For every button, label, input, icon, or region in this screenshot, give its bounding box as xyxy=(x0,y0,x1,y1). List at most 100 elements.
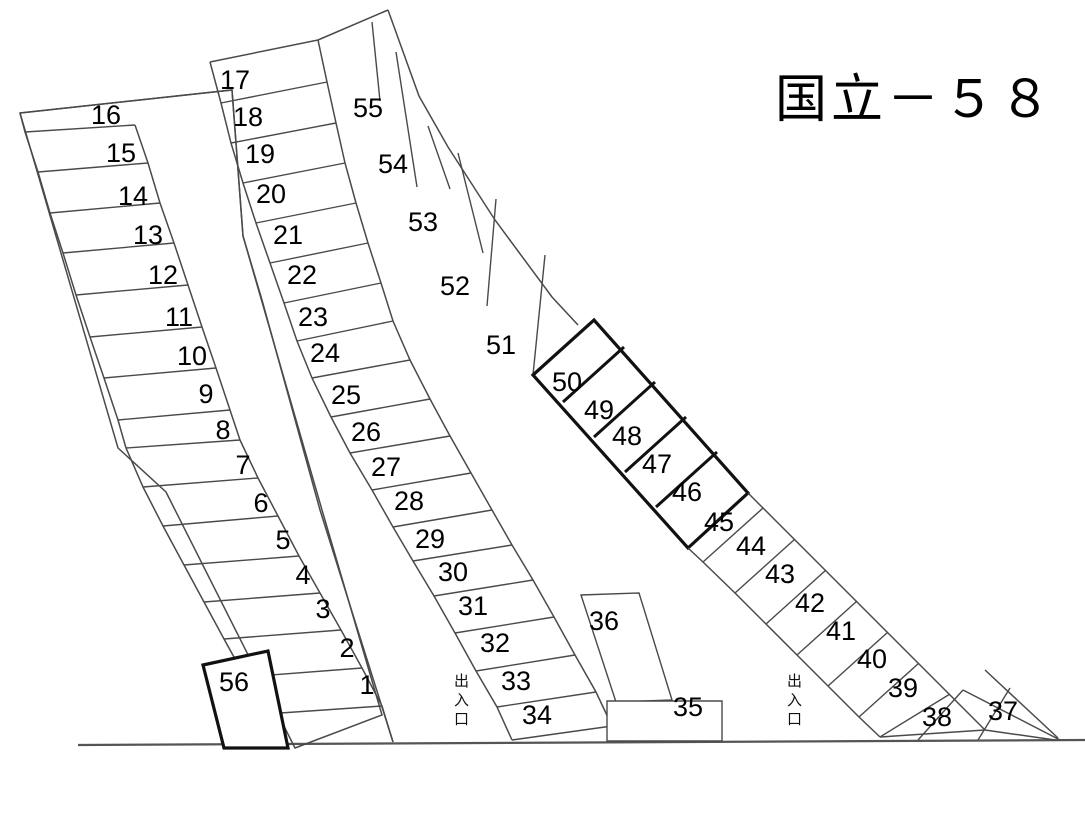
gate-left-char-1: 出入口 xyxy=(454,672,470,728)
left-band-left-edge xyxy=(19,112,127,449)
stall-label-53: 53 xyxy=(408,207,438,237)
left-band-dividers-upper xyxy=(24,124,231,421)
stall-label-7: 7 xyxy=(235,450,250,480)
stall-label-20: 20 xyxy=(256,179,286,209)
diagonal-divider-52 xyxy=(486,198,497,307)
diagonal-top-link xyxy=(317,9,389,41)
right-band-lower-edge xyxy=(687,547,881,738)
left-band-outer-right xyxy=(261,299,394,743)
stall-label-44: 44 xyxy=(736,531,766,561)
stall-label-9: 9 xyxy=(198,379,213,409)
stall-label-15: 15 xyxy=(106,138,136,168)
left-band-top-cap xyxy=(19,89,233,114)
stall-label-1: 1 xyxy=(359,670,374,700)
stall-label-35: 35 xyxy=(673,692,703,722)
stall-block-right: 45 44 43 42 41 40 39 38 37 xyxy=(687,492,1061,741)
stall-label-33: 33 xyxy=(501,666,531,696)
gate-right: 出入口 xyxy=(787,672,803,728)
stall-56[interactable]: 56 xyxy=(201,649,290,750)
stall-36-shape[interactable] xyxy=(580,592,673,703)
stall-label-3: 3 xyxy=(315,594,330,624)
stall-block-middle: 17 18 19 20 21 22 23 24 25 26 27 28 29 3… xyxy=(209,39,613,741)
stall-label-18: 18 xyxy=(233,102,263,132)
stall-label-8: 8 xyxy=(215,415,230,445)
stall-label-21: 21 xyxy=(273,220,303,250)
stall-label-5: 5 xyxy=(275,525,290,555)
stall-label-31: 31 xyxy=(458,591,488,621)
stall-label-55: 55 xyxy=(353,93,383,123)
stall-label-41: 41 xyxy=(826,616,856,646)
stall-label-27: 27 xyxy=(371,452,401,482)
stall-label-6: 6 xyxy=(253,488,268,518)
left-band-right-edge-upper xyxy=(134,124,241,441)
diagonal-divider-53 xyxy=(457,152,484,254)
bold-block-divider-49-48 xyxy=(592,380,657,439)
stall-label-56: 56 xyxy=(219,667,249,697)
stall-label-2: 2 xyxy=(339,633,354,663)
stall-label-22: 22 xyxy=(287,260,317,290)
stall-label-10: 10 xyxy=(177,341,207,371)
right-band-corner xyxy=(984,729,1056,741)
stall-label-43: 43 xyxy=(765,559,795,589)
stall-label-24: 24 xyxy=(310,338,340,368)
stall-label-37: 37 xyxy=(988,696,1018,726)
right-band-far-diagonal xyxy=(984,669,1059,739)
stall-label-40: 40 xyxy=(857,644,887,674)
stall-label-30: 30 xyxy=(438,557,468,587)
left-band-outline xyxy=(19,89,383,749)
stall-label-46: 46 xyxy=(672,477,702,507)
stall-label-45: 45 xyxy=(704,507,734,537)
stall-label-26: 26 xyxy=(351,417,381,447)
stall-label-39: 39 xyxy=(888,673,918,703)
left-band-upper-right xyxy=(231,89,263,301)
stall-block-center: 36 35 xyxy=(580,592,723,742)
stall-label-17: 17 xyxy=(220,65,250,95)
stall-label-13: 13 xyxy=(133,220,163,250)
middle-band-top-cap xyxy=(209,39,319,63)
diagonal-divider-53b xyxy=(427,125,451,190)
stall-label-36: 36 xyxy=(589,606,619,636)
left-band-right-edge-lower xyxy=(239,439,394,743)
stall-label-29: 29 xyxy=(415,524,445,554)
bold-block-divider-50-49 xyxy=(561,345,626,404)
right-band-outer-diagonal xyxy=(962,689,1061,741)
stall-label-12: 12 xyxy=(148,260,178,290)
middle-band-bottom-cap xyxy=(511,725,613,741)
bold-block-divider-48-47 xyxy=(623,415,688,474)
stall-label-47: 47 xyxy=(642,449,672,479)
stall-label-32: 32 xyxy=(480,628,510,658)
stall-label-49: 49 xyxy=(584,395,614,425)
stall-label-42: 42 xyxy=(795,588,825,618)
stall-label-54: 54 xyxy=(378,149,408,179)
diagonal-outer-boundary xyxy=(387,9,579,326)
stall-label-14: 14 xyxy=(118,181,148,211)
stall-label-23: 23 xyxy=(298,302,328,332)
stall-label-51: 51 xyxy=(486,330,516,360)
stall-label-19: 19 xyxy=(245,139,275,169)
right-band-divider-38-37 xyxy=(917,689,964,741)
diagonal-divider-51 xyxy=(532,254,546,376)
stall-label-28: 28 xyxy=(394,486,424,516)
stall-label-48: 48 xyxy=(612,421,642,451)
stall-block-diagonal: 55 54 53 52 51 xyxy=(317,9,579,376)
page-title: 国立－５８ xyxy=(775,70,1055,130)
middle-band-dividers xyxy=(220,81,597,708)
stall-label-34: 34 xyxy=(522,700,552,730)
diagonal-divider-54 xyxy=(395,51,418,188)
diagonal-divider-55 xyxy=(371,21,381,102)
right-band-bottom-cap xyxy=(879,729,986,738)
stall-label-25: 25 xyxy=(331,380,361,410)
gate-left: 出入口 xyxy=(454,672,470,728)
stall-label-4: 4 xyxy=(295,560,310,590)
right-band-divider-37-edge xyxy=(977,687,1011,741)
stall-label-38: 38 xyxy=(922,702,952,732)
stall-56-shape[interactable] xyxy=(201,649,290,750)
bold-block-divider-47-46 xyxy=(654,450,719,509)
stall-label-50: 50 xyxy=(552,367,582,397)
stall-label-52: 52 xyxy=(440,271,470,301)
right-band-dividers xyxy=(702,507,951,738)
stall-35-shape[interactable] xyxy=(606,700,723,742)
gate-right-char-1: 出入口 xyxy=(787,672,803,728)
